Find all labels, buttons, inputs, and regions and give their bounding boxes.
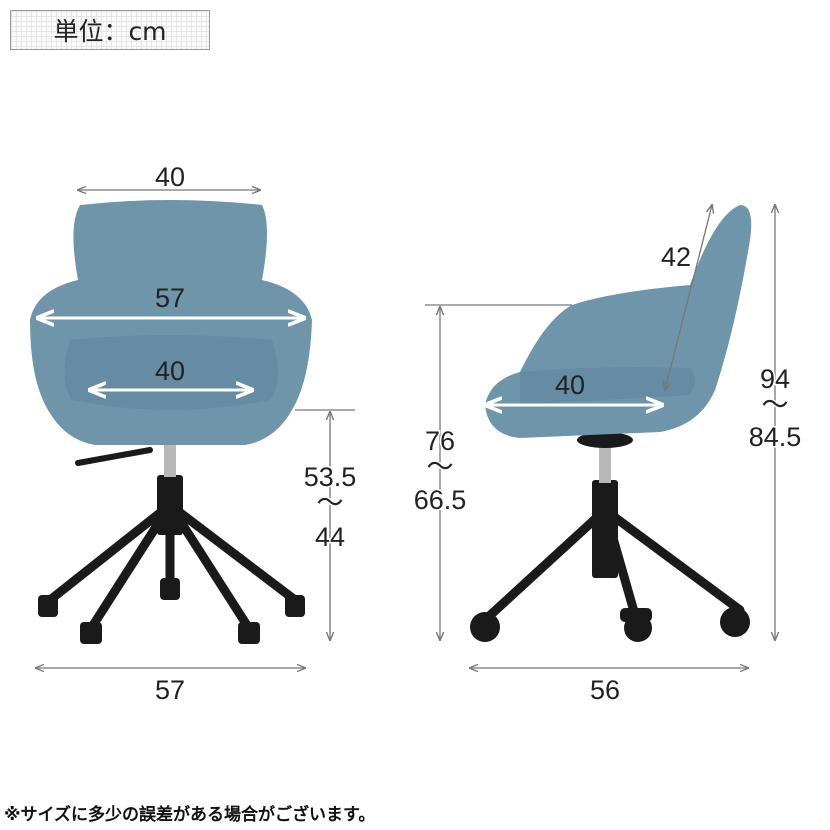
side-chair-cylinder: [592, 480, 618, 578]
back-width-label: 40: [155, 162, 185, 192]
front-chair-base-leg: [45, 500, 300, 635]
seat-width-label: 40: [155, 356, 185, 386]
total-height-min-label: 84.5: [749, 422, 802, 452]
front-chair-gas-lift: [164, 445, 176, 477]
back-height-arrow: [665, 205, 712, 390]
seat-depth-label: 40: [555, 370, 585, 400]
total-height-range-mark: ～: [762, 390, 789, 420]
seat-height-range-mark: ～: [317, 488, 344, 518]
side-chair-gas-lift: [599, 445, 611, 483]
side-chair: [470, 205, 752, 642]
arm-height-range-mark: ～: [427, 452, 454, 482]
arm-width-label: 57: [155, 283, 185, 313]
base-width-label: 57: [155, 675, 185, 705]
arm-height-min-label: 66.5: [414, 485, 467, 515]
size-disclaimer-note: ※サイズに多少の誤差がある場合がございます。: [4, 805, 376, 825]
front-chair-casters: [38, 578, 305, 644]
base-depth-label: 56: [590, 675, 620, 705]
front-chair-cylinder: [157, 475, 183, 535]
front-chair: [30, 200, 312, 644]
unit-label: 単位：cm: [10, 10, 210, 50]
seat-height-min-label: 44: [315, 522, 345, 552]
total-height-max-label: 94: [760, 364, 790, 394]
front-chair-lever: [75, 447, 153, 466]
back-height-label: 42: [661, 242, 691, 272]
side-chair-casters: [470, 607, 750, 642]
seat-height-max-label: 53.5: [304, 462, 357, 492]
arm-height-max-label: 76: [425, 426, 455, 456]
